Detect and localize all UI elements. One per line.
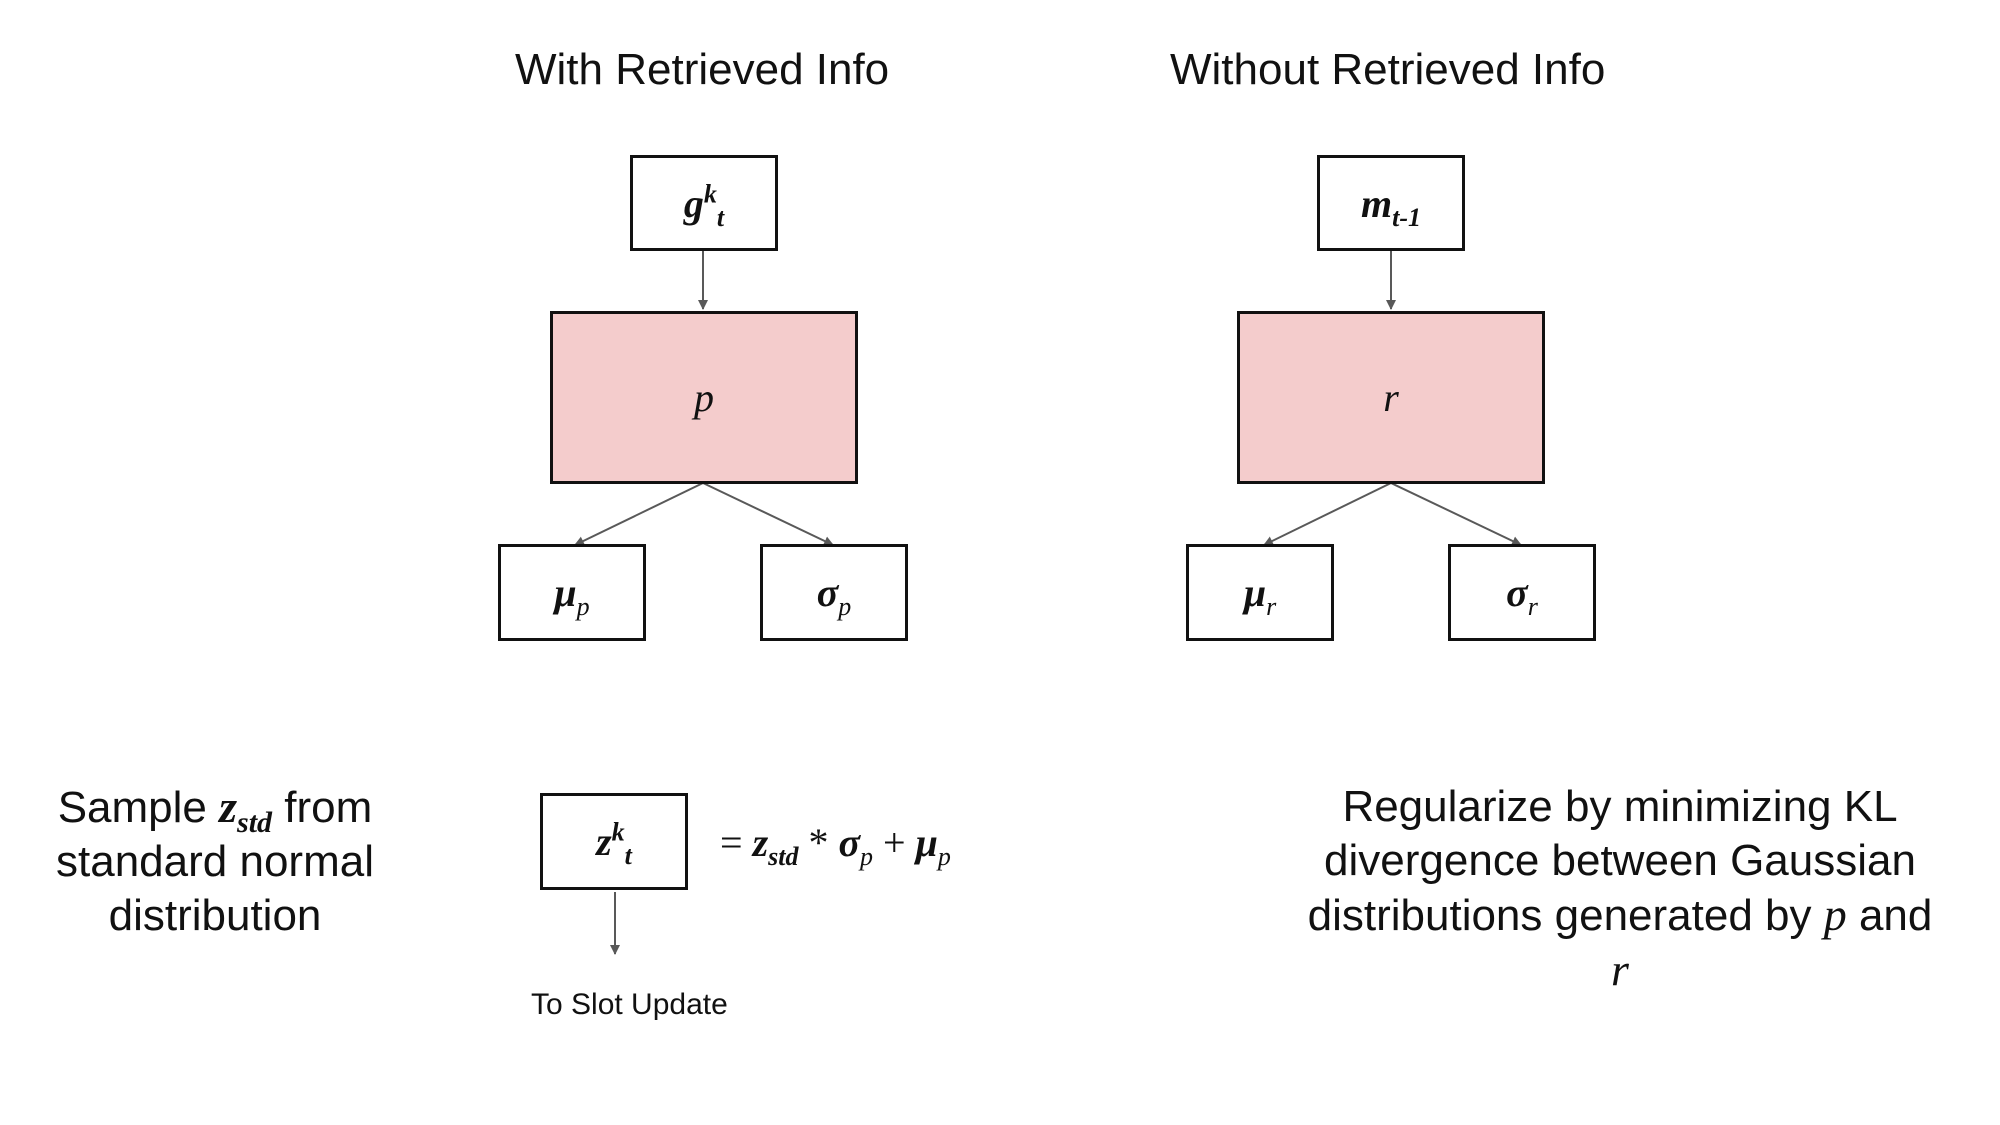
sigma-p-box: σp xyxy=(760,544,908,641)
input-m-box: mt-1 xyxy=(1317,155,1465,251)
reparameterization-equation: = zstd * σp + μp xyxy=(720,820,951,871)
arrow-p-to-mu xyxy=(574,482,704,546)
to-slot-update-label: To Slot Update xyxy=(531,988,728,1021)
mu-r-box: μr xyxy=(1186,544,1334,641)
arrow-r-to-mu xyxy=(1263,482,1392,546)
network-p-box: p xyxy=(550,311,858,484)
sigma-r-box: σr xyxy=(1448,544,1596,641)
arrow-r-to-sigma xyxy=(1390,482,1522,546)
network-r-box: r xyxy=(1237,311,1545,484)
regularize-note: Regularize by minimizing KL divergence b… xyxy=(1307,782,1933,995)
arrow-p-to-sigma xyxy=(702,482,834,546)
heading-without-retrieved-info: Without Retrieved Info xyxy=(1170,45,1606,94)
heading-with-retrieved-info: With Retrieved Info xyxy=(515,45,890,94)
mu-p-box: μp xyxy=(498,544,646,641)
z-box: zkt xyxy=(540,793,688,890)
sample-note: Sample zstd from standard normal distrib… xyxy=(56,781,374,940)
input-g-box: gkt xyxy=(630,155,778,251)
